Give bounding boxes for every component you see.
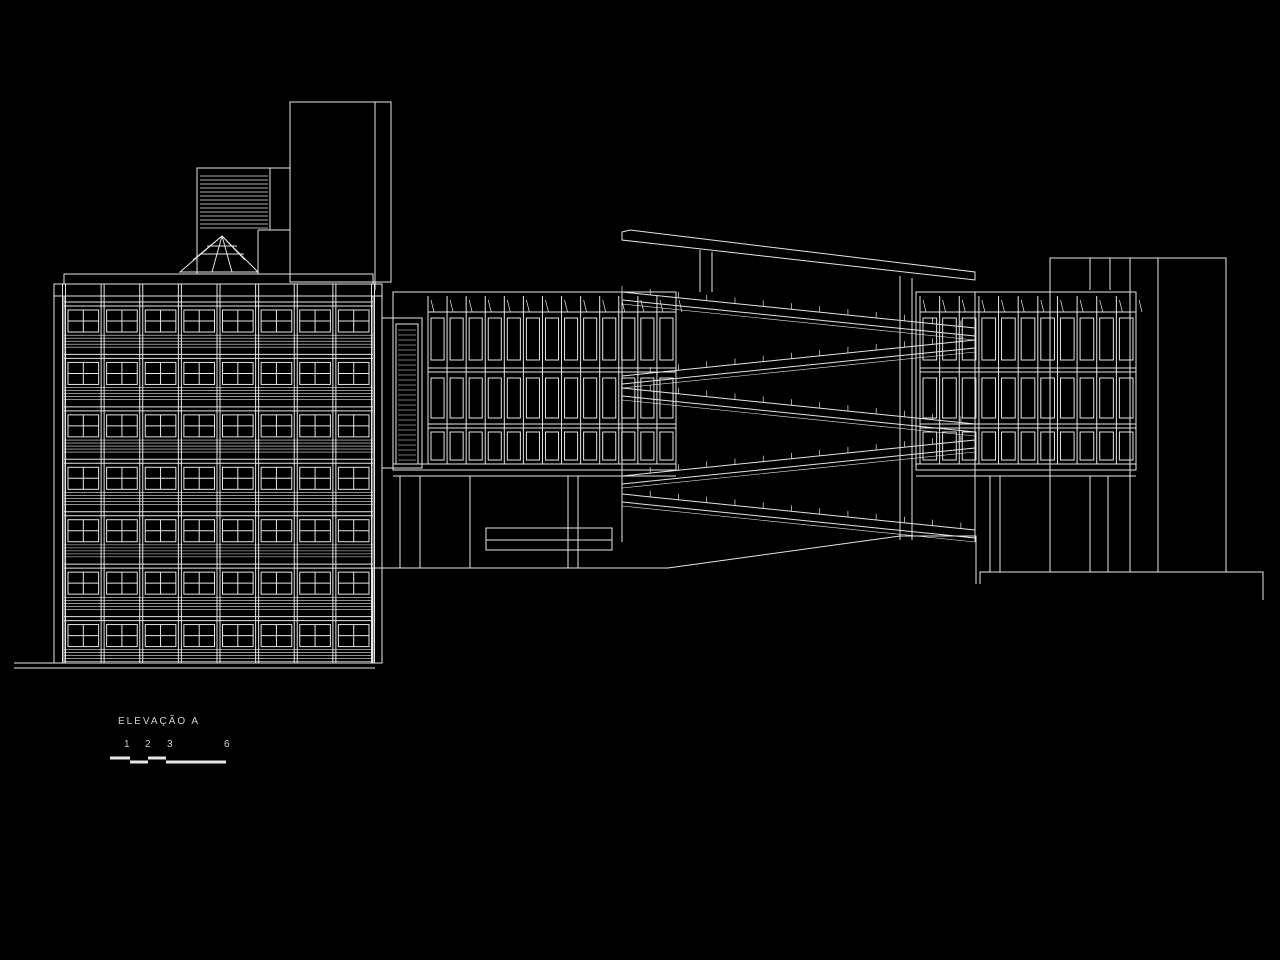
middle-block — [392, 291, 683, 568]
roof-louvers — [200, 175, 290, 231]
scale-label: 1 — [124, 739, 130, 750]
scale-label: 6 — [224, 739, 230, 750]
drawing-title: ELEVAÇÃO A — [118, 716, 201, 727]
ground-line — [371, 535, 1264, 663]
scale-label: 2 — [145, 739, 151, 750]
left-facade-grid — [62, 284, 375, 663]
left-office-block — [14, 273, 383, 669]
roof-structures — [178, 101, 392, 290]
scale-bar — [110, 756, 226, 764]
scale-label: 3 — [167, 739, 173, 750]
stair-strip — [381, 317, 423, 469]
central-ramps — [621, 229, 976, 543]
right-block — [915, 257, 1227, 573]
